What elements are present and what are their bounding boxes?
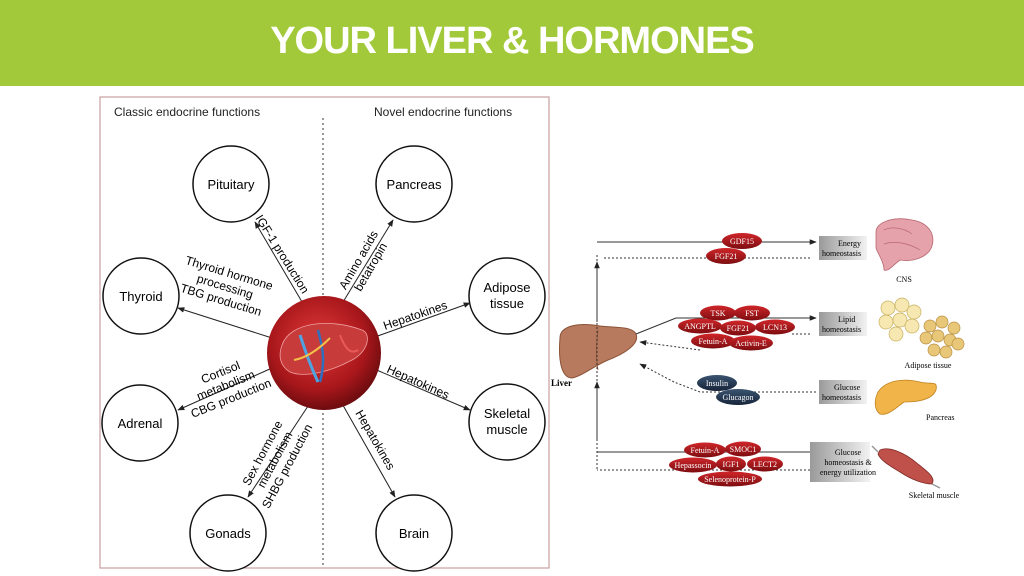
svg-text:FST: FST (745, 309, 759, 318)
svg-text:ANGPTL: ANGPTL (684, 322, 716, 331)
brain-icon (875, 218, 934, 271)
organ-pituitary: Pituitary (192, 145, 270, 223)
svg-text:LCN13: LCN13 (763, 323, 787, 332)
svg-text:TSK: TSK (710, 309, 725, 318)
svg-text:Gonads: Gonads (205, 526, 251, 541)
svg-text:Glucagon: Glucagon (722, 393, 753, 402)
liver-icon (559, 324, 638, 379)
arrow-gonads (247, 399, 313, 498)
svg-text:Skeletal muscle: Skeletal muscle (909, 491, 960, 500)
svg-text:Fetuin-A: Fetuin-A (699, 337, 728, 346)
svg-text:Pituitary: Pituitary (208, 177, 255, 192)
svg-text:Pancreas: Pancreas (926, 413, 954, 422)
svg-text:Hepassocin: Hepassocin (675, 461, 712, 470)
adipose-cluster-icon (919, 315, 965, 359)
svg-text:energy utilization: energy utilization (820, 468, 876, 477)
arrow-skeletal (371, 367, 471, 411)
novel-header: Novel endocrine functions (374, 105, 512, 119)
svg-text:GDF15: GDF15 (730, 237, 754, 246)
adipose-icon (878, 297, 922, 342)
svg-text:Skeletal: Skeletal (484, 406, 530, 421)
svg-text:LECT2: LECT2 (753, 460, 777, 469)
classic-header: Classic endocrine functions (114, 105, 260, 119)
left-arrows (177, 219, 471, 498)
svg-text:muscle: muscle (486, 422, 527, 437)
group-lipid: TSK FST ANGPTL FGF21 LCN13 Fetuin-A Acti… (635, 297, 965, 370)
pancreas-icon (874, 379, 937, 415)
svg-text:FGF21: FGF21 (727, 324, 750, 333)
arrow-adipose (371, 302, 471, 339)
target-box-glucose (819, 380, 867, 404)
liver-crosstalk-diagram: Liver GDF15 FGF21 Energy homeostasis CNS (551, 218, 965, 500)
svg-text:Glucose: Glucose (834, 383, 861, 392)
organ-pancreas: Pancreas (375, 145, 453, 223)
svg-text:Adipose tissue: Adipose tissue (905, 361, 952, 370)
organ-thyroid: Thyroid (102, 257, 180, 335)
arrow-pancreas (339, 219, 394, 308)
skeletal-muscle-icon (877, 448, 934, 485)
svg-text:FGF21: FGF21 (715, 252, 738, 261)
svg-text:homeostasis: homeostasis (822, 393, 861, 402)
svg-text:Activin-E: Activin-E (735, 339, 767, 348)
svg-text:Energy: Energy (838, 239, 861, 248)
group-muscle: Fetuin-A SMOC1 Hepassocin IGF1 LECT2 Sel… (597, 441, 960, 500)
organ-adipose: Adipose tissue (468, 257, 546, 335)
svg-text:homeostasis &: homeostasis & (824, 458, 872, 467)
arrow-brain (339, 399, 396, 498)
svg-text:Fetuin-A: Fetuin-A (691, 446, 720, 455)
arrow-thyroid (177, 307, 273, 339)
liver-label: Liver (551, 378, 572, 388)
svg-text:Glucose: Glucose (835, 448, 862, 457)
svg-text:Brain: Brain (399, 526, 429, 541)
svg-text:Adipose: Adipose (484, 280, 531, 295)
target-box-energy (819, 236, 867, 260)
classic-novel-diagram: Classic endocrine functions Novel endocr… (99, 96, 550, 572)
arrow-pituitary (254, 221, 306, 308)
organ-skeletal-muscle: Skeletal muscle (468, 383, 546, 461)
svg-text:Pancreas: Pancreas (387, 177, 442, 192)
svg-text:IGF1: IGF1 (723, 460, 740, 469)
arrow-adrenal (177, 367, 273, 411)
svg-text:tissue: tissue (490, 296, 524, 311)
svg-text:Insulin: Insulin (706, 379, 728, 388)
svg-text:Thyroid: Thyroid (119, 289, 162, 304)
title-banner: YOUR LIVER & HORMONES (0, 0, 1024, 86)
organ-adrenal: Adrenal (101, 384, 179, 462)
svg-text:homeostasis: homeostasis (822, 249, 861, 258)
group-glucose: Insulin Glucagon Glucose homeostasis Pan… (639, 363, 954, 422)
svg-text:SMOC1: SMOC1 (730, 445, 757, 454)
target-box-lipid (819, 312, 867, 336)
svg-text:CNS: CNS (896, 275, 912, 284)
group-energy: GDF15 FGF21 Energy homeostasis CNS (597, 218, 934, 284)
organ-gonads: Gonads (189, 494, 267, 572)
svg-text:homeostasis: homeostasis (822, 325, 861, 334)
svg-text:Lipid: Lipid (838, 315, 855, 324)
organ-brain: Brain (375, 494, 453, 572)
svg-text:Selenoprotein-P: Selenoprotein-P (704, 475, 756, 484)
liver-illustration (267, 296, 381, 410)
target-box-muscle (810, 442, 870, 482)
page-title: YOUR LIVER & HORMONES (270, 20, 755, 62)
svg-text:Adrenal: Adrenal (118, 416, 163, 431)
